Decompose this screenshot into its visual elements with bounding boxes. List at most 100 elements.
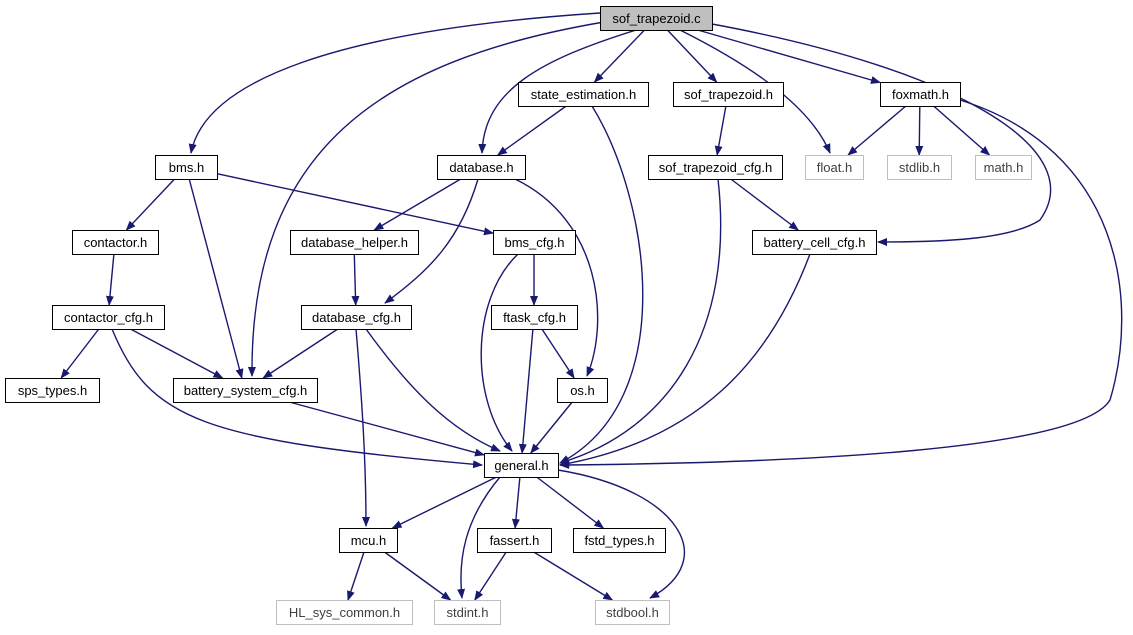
node-label: fstd_types.h [584,533,654,548]
node-mcu-h[interactable]: mcu.h [339,528,398,553]
node-box [276,600,413,625]
node-bms-cfg-h[interactable]: bms_cfg.h [493,230,576,255]
node-label: float.h [817,160,852,175]
edge-bms-h-to-battery-system-cfg-h [188,178,244,379]
node-os-h[interactable]: os.h [557,378,608,403]
node-contactor-h[interactable]: contactor.h [72,230,159,255]
edge-general-h-to-mcu-h [391,476,497,529]
node-box [434,600,501,625]
node-label: bms_cfg.h [505,235,565,250]
edge-sof-trapezoid-c-to-state-estimation-h [593,29,646,83]
node-label: database_helper.h [301,235,408,250]
edge-fassert-h-to-stdbool-h [533,551,614,601]
node-sps-types-h[interactable]: sps_types.h [5,378,100,403]
node-box [752,230,877,255]
node-label: sps_types.h [18,383,87,398]
node-battery-system-cfg-h[interactable]: battery_system_cfg.h [173,378,318,403]
node-foxmath-h[interactable]: foxmath.h [880,82,961,107]
node-database-helper-h[interactable]: database_helper.h [290,230,419,255]
node-label: database_cfg.h [312,310,401,325]
node-label: sof_trapezoid_cfg.h [659,160,772,175]
node-sof-trapezoid-c[interactable]: sof_trapezoid.c [600,6,713,31]
node-box [339,528,398,553]
node-box [484,453,559,478]
node-box [5,378,100,403]
edge-sof-trapezoid-c-to-foxmath-h [697,29,881,84]
node-box [52,305,165,330]
node-label: os.h [570,383,595,398]
edge-sof-trapezoid-h-to-sof-trapezoid-cfg-h [714,105,727,156]
edge-state-estimation-h-to-general-h [559,105,644,464]
node-float-h: float.h [805,155,864,180]
node-stdlib-h: stdlib.h [887,155,952,180]
edge-general-h-to-fassert-h [511,476,521,529]
node-label: stdlib.h [899,160,940,175]
edge-sof-trapezoid-c-to-bms-h [188,12,601,154]
node-label: bms.h [169,160,204,175]
node-general-h[interactable]: general.h [484,453,559,478]
node-label: state_estimation.h [531,87,637,102]
edge-database-cfg-h-to-general-h [365,328,501,452]
edge-database-h-to-os-h [514,178,599,377]
node-label: general.h [494,458,548,473]
edge-foxmath-h-to-float-h [847,105,907,156]
edge-sof-trapezoid-c-to-battery-cell-cfg-h [711,23,1052,246]
node-box [573,528,666,553]
edge-battery-cell-cfg-h-to-general-h [559,253,811,468]
edge-state-estimation-h-to-database-h [496,105,567,156]
node-sof-trapezoid-h[interactable]: sof_trapezoid.h [673,82,784,107]
node-battery-cell-cfg-h[interactable]: battery_cell_cfg.h [752,230,877,255]
node-box [72,230,159,255]
edge-battery-system-cfg-h-to-general-h [289,401,485,457]
edge-contactor-h-to-contactor-cfg-h [105,253,115,306]
node-label: contactor.h [84,235,148,250]
node-state-estimation-h[interactable]: state_estimation.h [518,82,649,107]
edge-sof-trapezoid-c-to-sof-trapezoid-h [666,29,718,83]
node-fstd-types-h[interactable]: fstd_types.h [573,528,666,553]
node-bms-h[interactable]: bms.h [155,155,218,180]
node-box [975,155,1032,180]
edge-ftask-cfg-h-to-os-h [541,328,575,379]
edge-foxmath-h-to-math-h [933,105,991,156]
edge-contactor-cfg-h-to-battery-system-cfg-h [130,328,224,379]
node-label: sof_trapezoid.c [612,11,701,26]
node-fassert-h[interactable]: fassert.h [477,528,552,553]
node-ftask-cfg-h[interactable]: ftask_cfg.h [491,305,578,330]
edge-sof-trapezoid-cfg-h-to-general-h [559,178,722,465]
edge-database-h-to-database-cfg-h [384,178,479,304]
edge-contactor-cfg-h-to-general-h [111,328,483,469]
node-label: database.h [449,160,513,175]
node-box [600,6,713,31]
node-label: contactor_cfg.h [64,310,153,325]
node-database-h[interactable]: database.h [437,155,526,180]
edge-database-cfg-h-to-mcu-h [355,328,370,527]
edge-sof-trapezoid-cfg-h-to-battery-cell-cfg-h [730,178,799,231]
node-label: battery_system_cfg.h [184,383,308,398]
node-label: ftask_cfg.h [503,310,566,325]
node-box [805,155,864,180]
node-box [887,155,952,180]
edge-bms-h-to-bms-cfg-h [216,173,494,236]
edge-database-h-to-database-helper-h [373,178,462,231]
node-box [173,378,318,403]
node-label: stdbool.h [606,605,659,620]
node-sof-trapezoid-cfg-h[interactable]: sof_trapezoid_cfg.h [648,155,783,180]
node-box [880,82,961,107]
edge-sof-trapezoid-c-to-database-h [478,29,637,154]
node-label: math.h [984,160,1024,175]
node-database-cfg-h[interactable]: database_cfg.h [301,305,412,330]
node-box [673,82,784,107]
node-label: stdint.h [447,605,489,620]
edge-general-h-to-stdint-h [457,476,501,599]
edge-database-helper-h-to-database-cfg-h [351,253,360,306]
edge-mcu-h-to-hl-sys-common-h [347,551,365,601]
edge-fassert-h-to-stdint-h [474,551,507,601]
node-label: HL_sys_common.h [289,605,400,620]
node-box [648,155,783,180]
edge-bms-cfg-h-to-general-h [480,253,519,452]
node-contactor-cfg-h[interactable]: contactor_cfg.h [52,305,165,330]
node-box [155,155,218,180]
edge-general-h-to-stdbool-h [557,469,685,599]
edge-foxmath-h-to-stdlib-h [915,105,924,156]
